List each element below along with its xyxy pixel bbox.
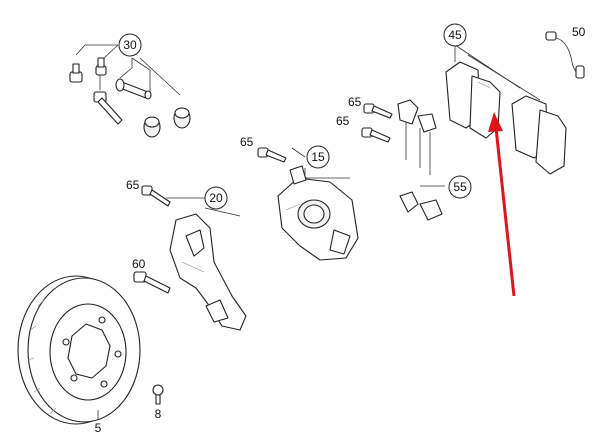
callout-5: 5 (95, 421, 102, 435)
callout-45: 45 (448, 28, 462, 42)
caliper-bracket (169, 213, 247, 331)
brake-pad-outer (511, 95, 567, 175)
callout-60: 60 (132, 257, 146, 271)
callout-50: 50 (572, 25, 586, 39)
caliper-bolt (361, 127, 391, 143)
highlight-arrow (488, 112, 516, 297)
part-group-30: 30 (69, 33, 191, 138)
callout-30: 30 (123, 38, 137, 52)
part-group-15: 65 15 (240, 135, 359, 261)
callout-15: 15 (311, 150, 325, 164)
guide-pin (115, 78, 152, 100)
disc-screw (152, 384, 164, 405)
rubber-bushing (143, 116, 161, 138)
callout-65-d: 65 (126, 178, 140, 192)
caliper-bolt (257, 147, 287, 163)
brake-caliper (277, 165, 359, 261)
part-group-20: 65 20 (126, 178, 247, 331)
small-bolt (95, 57, 107, 76)
small-bolt (69, 63, 83, 83)
callout-65-c: 65 (240, 135, 254, 149)
caliper-bolt (363, 103, 393, 119)
callout-circle-15 (306, 145, 330, 169)
part-group-50: 50 (545, 25, 586, 79)
bracket-bolt (141, 185, 171, 207)
part-group-65-upper: 65 65 (336, 95, 393, 143)
callout-65-a: 65 (348, 95, 362, 109)
guide-pin (93, 91, 123, 125)
part-group-5: 5 (17, 275, 141, 435)
anti-rattle-clip (397, 99, 419, 125)
callout-circle-30 (118, 33, 142, 57)
callout-circle-45 (443, 23, 467, 47)
rubber-bushing (173, 107, 191, 129)
callout-20: 20 (209, 191, 223, 205)
callout-55: 55 (453, 180, 467, 194)
callout-circle-20 (204, 186, 228, 210)
part-group-55: 55 (397, 99, 472, 221)
callout-circle-55 (448, 175, 472, 199)
callout-8: 8 (155, 407, 162, 421)
anti-rattle-clip (417, 113, 437, 133)
part-group-60: 60 (132, 257, 171, 294)
callout-65-b: 65 (336, 114, 350, 128)
part-group-8: 8 (152, 384, 164, 421)
anti-rattle-clip (419, 199, 443, 221)
anti-rattle-clip (399, 191, 419, 213)
part-group-45: 45 (443, 23, 567, 175)
brake-disc (17, 275, 141, 425)
mounting-bolt (133, 271, 171, 294)
wear-sensor (545, 31, 585, 79)
